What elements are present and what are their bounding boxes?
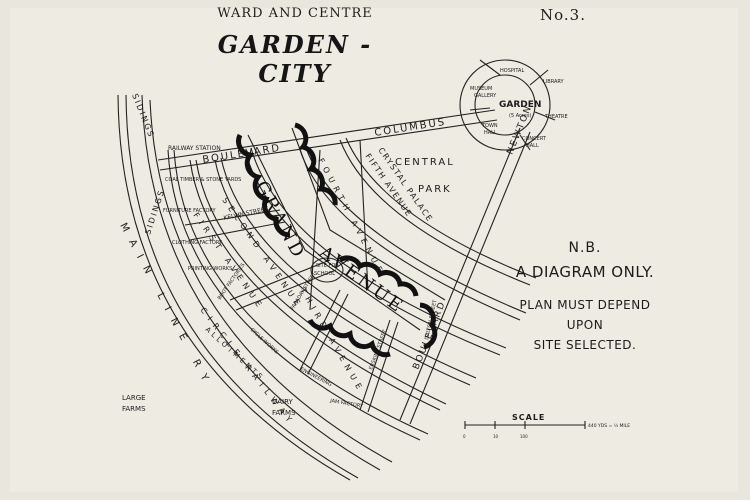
label-site-for: SITE FOR: [316, 263, 339, 269]
label-concert-hall: HALL: [526, 143, 539, 149]
fifth-avenue-b: [345, 137, 537, 279]
note-nb: N.B.: [568, 240, 602, 256]
columbus-boulevard-b: [159, 119, 498, 171]
label-garden: GARDEN: [499, 100, 541, 110]
centre-ring: [459, 59, 551, 151]
label-furniture-factory: FURNITURE FACTORY: [163, 208, 217, 214]
label-theatre: THEATRE: [544, 114, 568, 120]
scale-ticks: [464, 421, 586, 429]
label-printing-works: PRINTING WORKS: [188, 266, 232, 272]
label-circle-railway: CIRCLE RAILWAY: [198, 306, 297, 429]
radial-centre-2: [529, 69, 549, 86]
note-line-3: SITE SELECTED.: [533, 338, 637, 352]
label-scale-3: 440 YDS = ¼ MILE: [588, 423, 630, 429]
fourth-avenue-a: [299, 149, 521, 321]
note-line-2: PLAN MUST DEPEND UPON: [519, 298, 651, 332]
radial-street-4: [235, 269, 337, 311]
label-clothing-factory: CLOTHING FACTORY: [172, 240, 223, 246]
radial-centre-1: [479, 59, 501, 76]
radial-centre-5: [469, 107, 491, 111]
label-park: PARK: [418, 184, 452, 195]
label-concert: CONCERT: [522, 136, 547, 142]
circle-railway-a: [167, 149, 421, 441]
erskine-street: [359, 319, 391, 411]
label-large-farms-2: FARMS: [122, 405, 146, 413]
diagram-note: N.B. A DIAGRAM ONLY. PLAN MUST DEPEND UP…: [505, 240, 665, 355]
grand-avenue-outer: [291, 127, 446, 301]
label-columbus: COLUMBUS: [374, 117, 447, 139]
main-line-rail-a: [117, 94, 351, 481]
label-scale-2: 100: [520, 434, 528, 439]
first-avenue-b: [195, 159, 447, 405]
label-dairy-farms-1: DAIRY: [272, 398, 294, 406]
label-hospital: HOSPITAL: [500, 68, 524, 74]
scallop-right: [294, 122, 338, 206]
label-large-farms-1: LARGE: [122, 394, 146, 402]
plate-number: No.3.: [540, 6, 586, 24]
label-school: SCHOOL: [314, 271, 335, 277]
label-railway-station: RAILWAY STATION: [168, 145, 221, 152]
grand-avenue-scallops: [236, 122, 438, 358]
siding-rail-b: [149, 99, 393, 463]
label-sidings-top: SIDINGS: [130, 92, 156, 139]
label-library: LIBRARY: [543, 79, 565, 85]
label-cycle-works: CYCLE WORKS: [249, 327, 280, 356]
scallop-end: [419, 302, 438, 350]
label-museum: MUSEUM: [470, 86, 492, 92]
label-engineering: ENGINEERING: [299, 366, 333, 388]
circle-railway-b: [173, 149, 429, 435]
label-town: TOWN: [481, 123, 498, 129]
siding-rail-a: [141, 94, 381, 471]
note-line-1: A DIAGRAM ONLY.: [515, 263, 655, 281]
label-scale-1: 10: [493, 434, 499, 439]
scallop-left: [236, 133, 291, 238]
label-garden-acres: (5 Acres): [509, 113, 531, 119]
fourth-avenue-b: [305, 147, 527, 314]
label-scale: SCALE: [512, 413, 545, 422]
main-line-rail-b: [125, 94, 359, 479]
garden-circle: [474, 74, 536, 136]
radial-centre-4: [519, 134, 531, 151]
label-erskine-street: ERSKINE STREET: [368, 328, 388, 371]
label-central: CENTRAL: [395, 157, 455, 168]
label-scale-0: 0: [463, 434, 466, 439]
school-site: [310, 257, 344, 283]
label-dairy-farms-2: FARMS: [272, 409, 296, 417]
label-coal-yards: COAL TIMBER & STONE YARDS: [165, 177, 241, 183]
paper-plate: [10, 8, 738, 492]
second-avenue-a: [214, 159, 471, 386]
radial-street-6: [307, 293, 349, 375]
label-gallery: GALLERY: [474, 93, 497, 99]
radial-centre-3: [534, 111, 556, 121]
radial-street-2: [189, 221, 286, 241]
scallop-bottom: [307, 318, 391, 358]
radial-street-8: [367, 321, 399, 413]
title-line-1: WARD AND CENTRE: [217, 6, 373, 21]
second-avenue-b: [220, 157, 477, 379]
label-avenue: AVENUE: [314, 241, 408, 318]
fifth-avenue-a: [339, 139, 531, 286]
newton-boulevard-b: [409, 131, 531, 425]
label-first-avenue: FIRST AVENUE: [191, 211, 266, 312]
newton-boulevard-a: [399, 127, 521, 421]
columbus-boulevard-a: [157, 109, 496, 161]
title-line-2: GARDEN - CITY: [217, 30, 373, 88]
label-town-hall: HALL: [484, 130, 497, 136]
first-avenue-a: [189, 159, 441, 411]
grand-avenue-inner: [247, 134, 421, 331]
label-third-avenue: THIRD AVENUE: [298, 286, 366, 395]
scallop-top-right: [338, 255, 419, 297]
radial-street-3: [229, 259, 331, 301]
